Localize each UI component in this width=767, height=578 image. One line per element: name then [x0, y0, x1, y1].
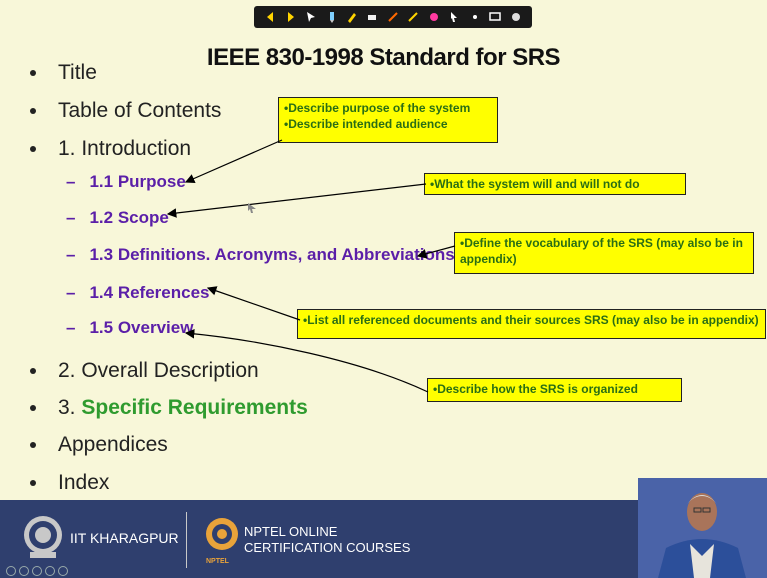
iit-kharagpur-logo-icon [24, 516, 62, 558]
nptel-logo-icon [206, 518, 238, 550]
bullet-dot [30, 108, 36, 114]
bullet-dot [30, 405, 36, 411]
prev-icon[interactable] [264, 11, 276, 23]
note-scope: •What the system will and will not do [424, 173, 686, 195]
note-text: •Describe purpose of the system [284, 101, 471, 115]
slide-title: IEEE 830-1998 Standard for SRS [206, 44, 561, 71]
bullet-dot [30, 368, 36, 374]
note-overview: •Describe how the SRS is organized [427, 378, 682, 402]
mouse-cursor-icon [248, 200, 256, 213]
highlighter-icon[interactable] [346, 11, 358, 23]
note-references: •List all referenced documents and their… [297, 309, 766, 339]
settings-icon[interactable] [510, 11, 522, 23]
subitem-text: 1.3 Definitions. Acronyms, and Abbreviat… [89, 245, 455, 264]
bullet-introduction: 1. Introduction [30, 137, 191, 161]
shape-icon[interactable] [428, 11, 440, 23]
subitem-text: 1.2 Scope [89, 208, 169, 227]
bullet-text: 1. Introduction [58, 137, 192, 160]
bullet-index: Index [30, 471, 109, 495]
arrow-purpose [184, 139, 283, 184]
subitem-text: 1.1 Purpose [89, 172, 186, 191]
subitem-scope: –1.2 Scope [66, 208, 169, 227]
next-icon[interactable] [285, 11, 297, 23]
text-icon[interactable] [387, 11, 399, 23]
subitem-purpose: –1.1 Purpose [66, 172, 186, 191]
spotlight-icon[interactable] [469, 11, 481, 23]
next-slide-icon[interactable] [19, 565, 29, 576]
nptel-logo-caption: NPTEL [206, 558, 229, 565]
note-purpose: •Describe purpose of the system •Describ… [278, 97, 498, 143]
note-text: •Describe intended audience [284, 117, 448, 131]
bullet-toc: Table of Contents [30, 99, 221, 123]
zoom-icon[interactable] [45, 565, 55, 576]
nptel-title-line1: NPTEL ONLINE [244, 524, 338, 539]
arrow-references [206, 286, 301, 321]
subitem-overview: –1.5 Overview [66, 318, 194, 337]
note-definitions: •Define the vocabulary of the SRS (may a… [454, 232, 754, 274]
bullet-text: Title [58, 61, 97, 84]
footer-divider [186, 512, 187, 568]
subitem-references: –1.4 References [66, 283, 210, 302]
annotation-toolbar [254, 6, 532, 28]
cursor-icon[interactable] [448, 11, 460, 23]
presenter-figure-icon [638, 478, 767, 578]
subitem-text: 1.5 Overview [89, 318, 194, 337]
bullet-overall-description: 2. Overall Description [30, 359, 259, 383]
bullet-dot [30, 442, 36, 448]
bullet-text: Table of Contents [58, 99, 222, 122]
subitem-text: 1.4 References [89, 283, 210, 302]
screen-icon[interactable] [489, 11, 501, 23]
subitem-definitions: –1.3 Definitions. Acronyms, and Abbrevia… [66, 245, 455, 264]
pen-icon[interactable] [326, 11, 338, 23]
bullet-text: Index [58, 471, 110, 494]
slide-controls [0, 563, 106, 578]
arrow-scope [166, 183, 427, 218]
bullet-text: 3. [58, 396, 82, 419]
options-icon[interactable] [58, 565, 68, 576]
bullet-specific-requirements: 3. Specific Requirements [30, 396, 308, 420]
note-text: •What the system will and will not do [430, 177, 640, 191]
bullet-dot [30, 480, 36, 486]
menu-icon[interactable] [32, 565, 42, 576]
bullet-dot [30, 146, 36, 152]
bullet-text: Appendices [58, 433, 168, 456]
line-icon[interactable] [407, 11, 419, 23]
prev-slide-icon[interactable] [6, 565, 16, 576]
eraser-icon[interactable] [366, 11, 378, 23]
presenter-video [638, 478, 767, 578]
note-text: •Define the vocabulary of the SRS (may a… [460, 236, 743, 266]
pointer-icon[interactable] [305, 11, 317, 23]
note-text: •List all referenced documents and their… [303, 313, 759, 327]
nptel-title-line2: CERTIFICATION COURSES [244, 540, 411, 555]
bullet-dot [30, 70, 36, 76]
bullet-title: Title [30, 61, 97, 85]
bullet-appendices: Appendices [30, 433, 168, 457]
iit-kharagpur-label: IIT KHARAGPUR [70, 530, 179, 546]
bullet-text-highlight: Specific Requirements [81, 396, 308, 419]
bullet-text: 2. Overall Description [58, 359, 259, 382]
note-text: •Describe how the SRS is organized [433, 382, 638, 396]
